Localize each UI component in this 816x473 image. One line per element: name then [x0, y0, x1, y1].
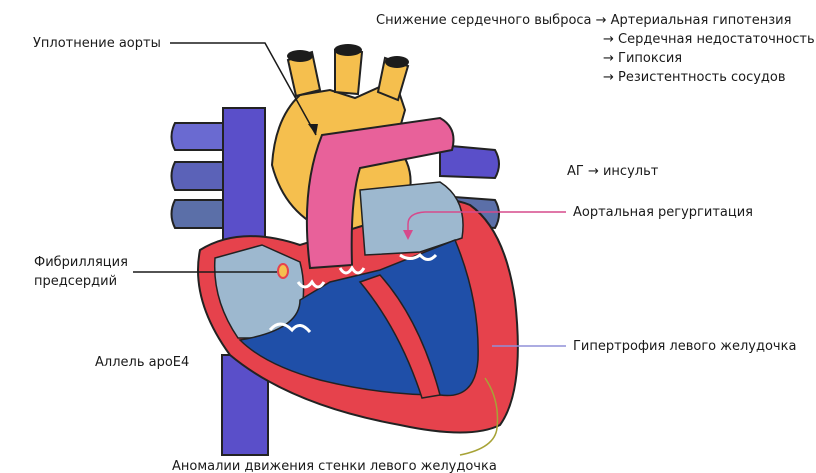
aorta-branch-cap-1 [287, 50, 313, 62]
aorta-branch-cap-3 [385, 56, 409, 68]
label-apoe4: Аллель apoE4 [95, 355, 189, 370]
aorta-branch-2 [335, 50, 362, 94]
label-hypoxia: → Гипоксия [603, 51, 682, 66]
label-heart-failure: → Сердечная недостаточность [603, 32, 815, 47]
label-aortic-regurgitation: Аортальная регургитация [573, 205, 753, 220]
aorta-branch-cap-2 [334, 44, 362, 56]
fibrillation-marker [278, 264, 288, 278]
label-atrial-fibrillation-1: Фибрилляция [34, 255, 128, 270]
label-aortic-thickening: Уплотнение аорты [33, 36, 161, 51]
label-lv-hypertrophy: Гипертрофия левого желудочка [573, 339, 796, 354]
label-cardiac-output: Снижение сердечного выброса → Артериальн… [376, 13, 791, 28]
label-hypertension-stroke: АГ → инсульт [567, 164, 659, 179]
label-vascular-resistance: → Резистентность сосудов [603, 70, 786, 85]
label-atrial-fibrillation-2: предсердий [34, 274, 117, 289]
label-lv-wall-motion: Аномалии движения стенки левого желудочк… [172, 459, 497, 473]
